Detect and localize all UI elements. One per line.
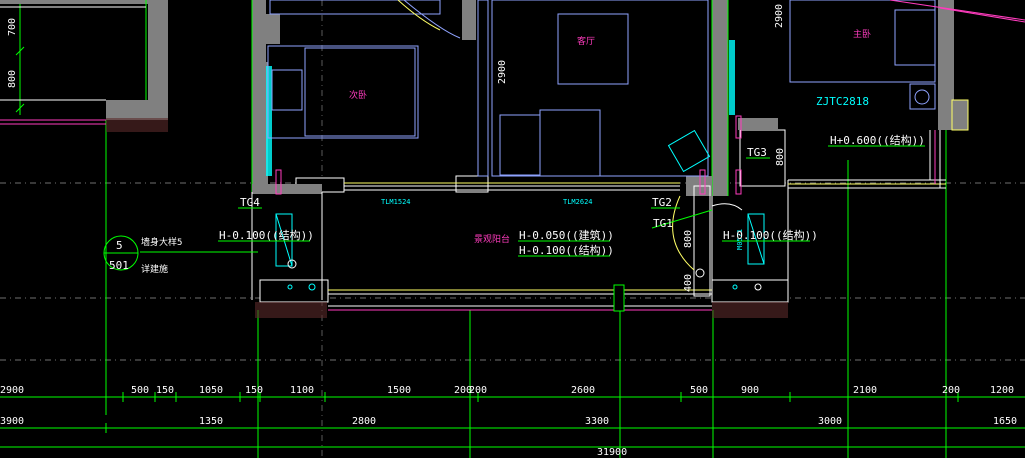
dim1-11: 900 (741, 385, 759, 396)
dim2-5: 1650 (993, 416, 1017, 427)
dim2-4: 3000 (818, 416, 842, 427)
dim1-14: 1200 (990, 385, 1014, 396)
dim2-3: 3300 (585, 416, 609, 427)
dim2-2: 2800 (352, 416, 376, 427)
detail-callout-sheet: 501 (109, 259, 129, 272)
dimension-row-1: 2900 500 150 1050 150 1100 1500 200 200 … (0, 385, 1014, 396)
furniture (267, 0, 936, 177)
elevation-left: H-0.100((结构)) (219, 228, 314, 242)
dim1-2: 150 (156, 385, 174, 396)
vdim-800-balcony: 800 (683, 230, 694, 248)
dim1-4: 150 (245, 385, 263, 396)
room-label-living-room: 客厅 (577, 35, 595, 47)
vdim-800: 800 (7, 70, 18, 88)
dim1-13: 200 (942, 385, 960, 396)
vdim-700: 700 (7, 18, 18, 36)
dimension-row-2: 3900 1350 2800 3300 3000 1650 (0, 416, 1017, 427)
vdim-400: 400 (683, 274, 694, 292)
elevation-center-arch: H-0.050((建筑)) (519, 228, 614, 242)
magenta-leaders (275, 0, 1025, 195)
dim1-5: 1100 (290, 385, 314, 396)
dim1-6: 1500 (387, 385, 411, 396)
total-dimension: 31900 (597, 447, 627, 458)
room-label-balcony: 景观阳台 (474, 233, 510, 245)
dim2-0: 3900 (0, 416, 24, 427)
vdim-2900-living: 2900 (497, 60, 508, 84)
dim1-10: 500 (690, 385, 708, 396)
tg3-label: TG3 (747, 146, 767, 159)
main-walls (251, 0, 969, 318)
detail-callout-note2: 详建施 (141, 263, 168, 275)
detail-callout-note1: 墙身大样5 (141, 236, 182, 248)
window-tag-tlm1: TLM1524 (381, 198, 411, 206)
dimension-lines (0, 0, 1025, 448)
tg4-label: TG4 (240, 196, 260, 209)
dim1-9: 2600 (571, 385, 595, 396)
dim1-7: 200 (454, 385, 472, 396)
dim1-0: 2900 (0, 385, 24, 396)
dim2-1: 1350 (199, 416, 223, 427)
vdim-2900-master: 2900 (774, 4, 785, 28)
dim1-12: 2100 (853, 385, 877, 396)
door-fixtures (275, 195, 765, 291)
window-tag-zjtc: ZJTC2818 (816, 95, 869, 108)
detail-callout-number: 5 (116, 239, 123, 252)
elevation-right: H-0.100((结构)) (723, 228, 818, 242)
room-label-master-bedroom: 主卧 (853, 28, 871, 40)
vdim-800-tg3: 800 (775, 148, 786, 166)
dim1-8: 200 (469, 385, 487, 396)
elevation-center-struct: H-0.100((结构)) (519, 243, 614, 257)
dim1-1: 500 (131, 385, 149, 396)
dim1-3: 1050 (199, 385, 223, 396)
window-tag-tlm2: TLM2624 (563, 198, 593, 206)
elevation-top-right: H+0.600((结构)) (830, 133, 925, 147)
room-label-second-bedroom: 次卧 (349, 89, 367, 101)
upper-left-walls (0, 0, 168, 132)
annotation-leaders (103, 145, 925, 271)
tg1-label: TG1 (653, 217, 673, 230)
door-tag: M0521 (736, 229, 744, 250)
tg2-label: TG2 (652, 196, 672, 209)
